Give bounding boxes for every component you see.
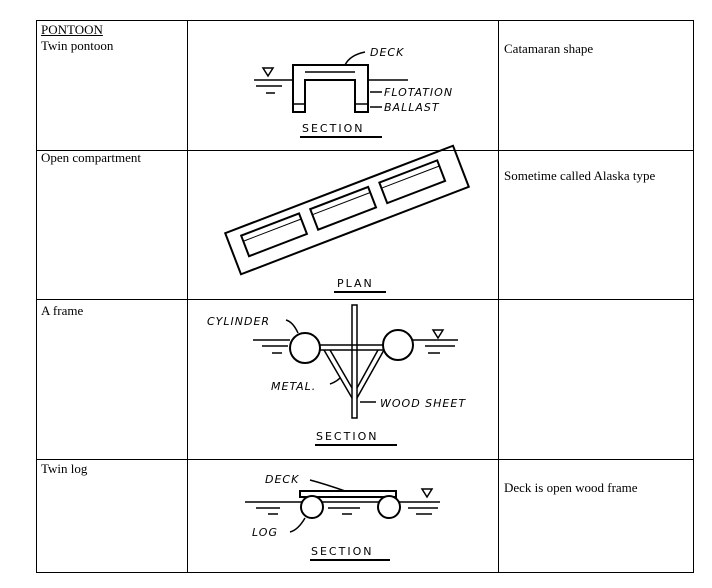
log-label: LOG [252,526,278,539]
section-heading: PONTOON [41,22,103,37]
row-note: Sometime called Alaska type [504,168,656,183]
twin-log-diagram: DECK LOG SECTION [245,473,440,561]
table-border [36,20,694,21]
view-label: SECTION [302,122,364,135]
open-compartment-diagram: PLAN [223,144,471,293]
a-frame-diagram: CYLINDER METAL. WOOD SHEET SECTION [207,304,466,446]
water-level-icon [420,488,434,499]
row-divider [36,299,694,300]
view-label: PLAN [337,277,374,290]
row-note: Deck is open wood frame [504,480,638,495]
twin-pontoon-diagram: DECK FLOTATION BALLAST SECTION [254,46,453,138]
water-level-icon [431,329,445,340]
flotation-label: FLOTATION [384,86,453,99]
view-label: SECTION [316,430,378,443]
cylinder-label: CYLINDER [207,315,270,328]
metal-label: METAL. [271,380,316,393]
row-name: Open compartment [41,150,141,165]
ballast-label: BALLAST [384,101,440,114]
row-divider [36,459,694,460]
leader-arrow [344,51,366,66]
column-divider [187,20,188,573]
table-border [693,20,694,573]
column-divider [498,20,499,573]
row-type-cell: PONTOON Twin pontoon [41,22,113,54]
row-name: Twin pontoon [41,38,114,53]
deck-label: DECK [370,46,404,59]
row-name: Twin log [41,461,88,476]
row-name: A frame [41,303,84,318]
row-note: Catamaran shape [504,41,594,56]
row-divider [36,150,694,151]
view-label: SECTION [311,545,373,558]
table-border [36,572,694,573]
deck-label: DECK [265,473,299,486]
wood-sheet-label: WOOD SHEET [380,397,466,410]
table-border [36,20,37,573]
water-level-icon [261,67,275,78]
